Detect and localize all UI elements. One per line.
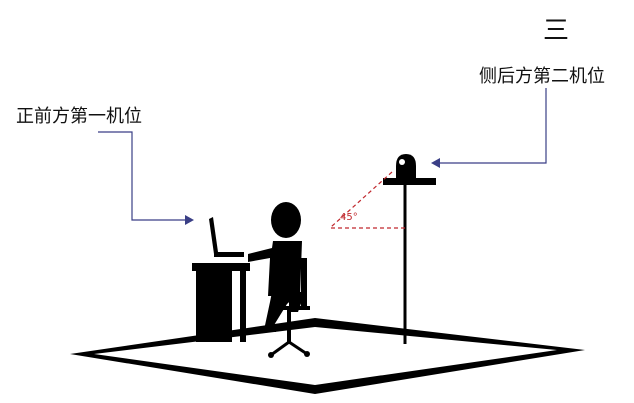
front-camera-arrowhead — [185, 215, 194, 225]
angle-label: 45° — [340, 212, 358, 223]
laptop — [209, 217, 244, 257]
camera-stand — [383, 178, 436, 344]
side-camera-arrowhead — [431, 158, 440, 168]
side-camera-label: 侧后方第二机位 — [479, 66, 605, 87]
diagram-heading: 三 — [543, 16, 570, 46]
side-camera-arrow — [440, 88, 547, 164]
sight-line — [330, 171, 393, 228]
floor-inner — [94, 327, 557, 385]
chair — [268, 258, 310, 358]
seated-person — [248, 202, 305, 332]
side-camera-icon — [396, 154, 416, 178]
front-camera-arrow — [98, 131, 187, 221]
front-camera-label: 正前方第一机位 — [16, 106, 142, 127]
desk — [192, 263, 250, 342]
